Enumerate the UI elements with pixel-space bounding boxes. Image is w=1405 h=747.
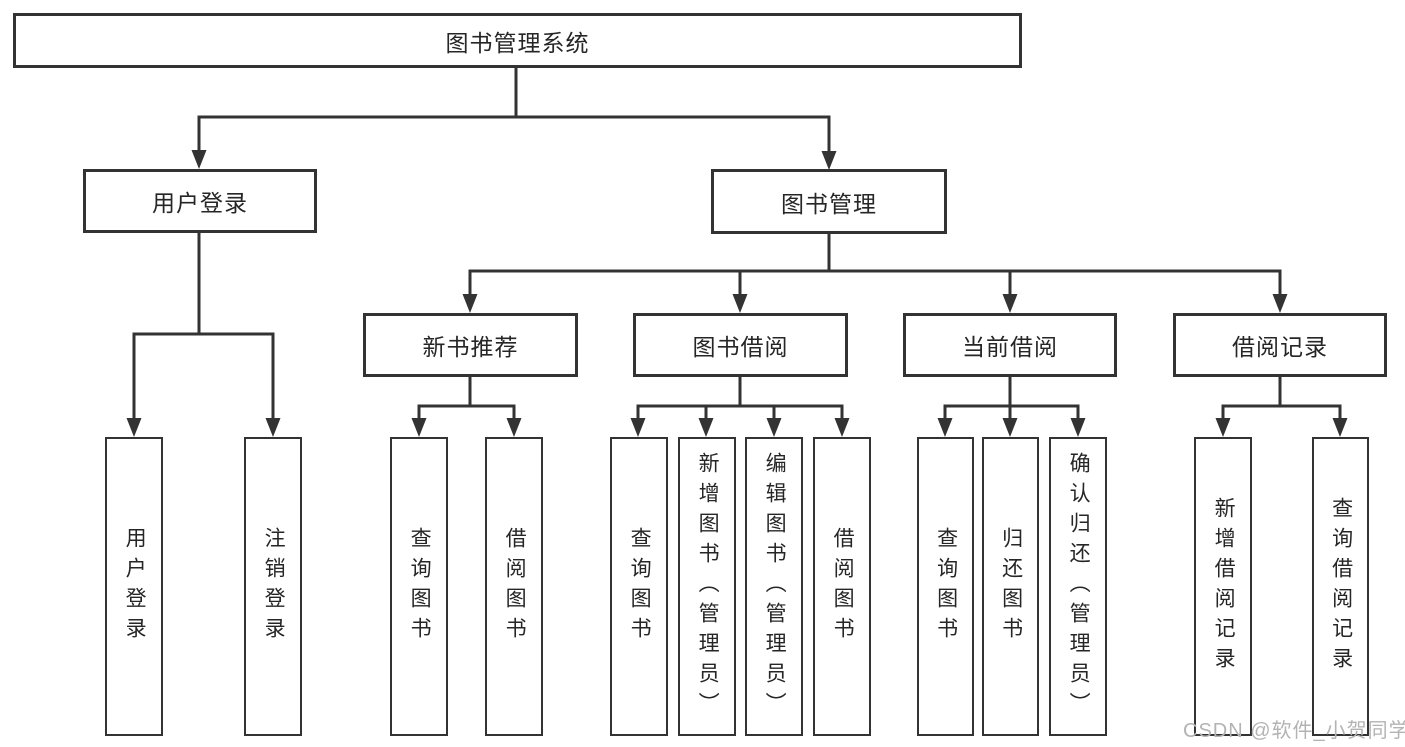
- leaf-add-books-admin: 新增图书（管理员）: [678, 437, 736, 736]
- csdn-watermark: CSDN @软件_小贺同学: [1183, 720, 1405, 742]
- leaf-borrow-books-recommend: 借阅图书: [485, 437, 543, 736]
- node-label: 查询借阅记录: [1329, 496, 1353, 677]
- node-book-management: 图书管理: [711, 169, 947, 234]
- leaf-logout-login: 注销登录: [244, 437, 302, 736]
- node-label: 查询图书: [408, 526, 432, 647]
- leaf-query-borrow-record: 查询借阅记录: [1312, 437, 1369, 736]
- node-label: 注销登录: [262, 526, 286, 647]
- leaf-query-books-borrow: 查询图书: [610, 437, 668, 736]
- node-root: 图书管理系统: [13, 13, 1022, 68]
- leaf-add-borrow-record: 新增借阅记录: [1194, 437, 1252, 736]
- leaf-return-books: 归还图书: [982, 437, 1039, 736]
- node-label: 图书管理系统: [445, 29, 590, 56]
- node-label: 查询图书: [934, 526, 958, 647]
- leaf-confirm-return-admin: 确认归还（管理员）: [1049, 437, 1107, 736]
- node-label: 当前借阅: [962, 334, 1058, 360]
- node-current-borrow: 当前借阅: [903, 313, 1117, 377]
- node-book-borrow: 图书借阅: [633, 313, 848, 377]
- node-label: 用户登录: [152, 190, 248, 216]
- node-label: 确认归还（管理员）: [1067, 451, 1091, 722]
- node-label: 编辑图书（管理员）: [763, 451, 787, 722]
- node-label: 归还图书: [999, 526, 1023, 647]
- leaf-borrow-books: 借阅图书: [813, 437, 871, 736]
- node-user-login: 用户登录: [83, 169, 317, 233]
- node-label: 查询图书: [628, 526, 652, 647]
- node-label: 借阅图书: [503, 526, 527, 647]
- node-label: 图书借阅: [692, 334, 789, 360]
- node-label: 借阅记录: [1232, 334, 1328, 360]
- node-label: 图书管理: [781, 190, 877, 217]
- node-borrow-records: 借阅记录: [1173, 313, 1387, 377]
- leaf-query-books-recommend: 查询图书: [390, 437, 448, 736]
- leaf-query-books-current: 查询图书: [917, 437, 974, 736]
- node-label: 用户登录: [123, 526, 147, 647]
- tree-edges: [132, 68, 1342, 419]
- node-label: 新增借阅记录: [1212, 496, 1236, 677]
- node-new-book-recommend: 新书推荐: [363, 313, 578, 377]
- node-label: 新增图书（管理员）: [696, 451, 720, 722]
- node-label: 新书推荐: [422, 334, 519, 360]
- leaf-user-login: 用户登录: [105, 437, 163, 736]
- node-label: 借阅图书: [831, 526, 855, 647]
- leaf-edit-books-admin: 编辑图书（管理员）: [745, 437, 803, 736]
